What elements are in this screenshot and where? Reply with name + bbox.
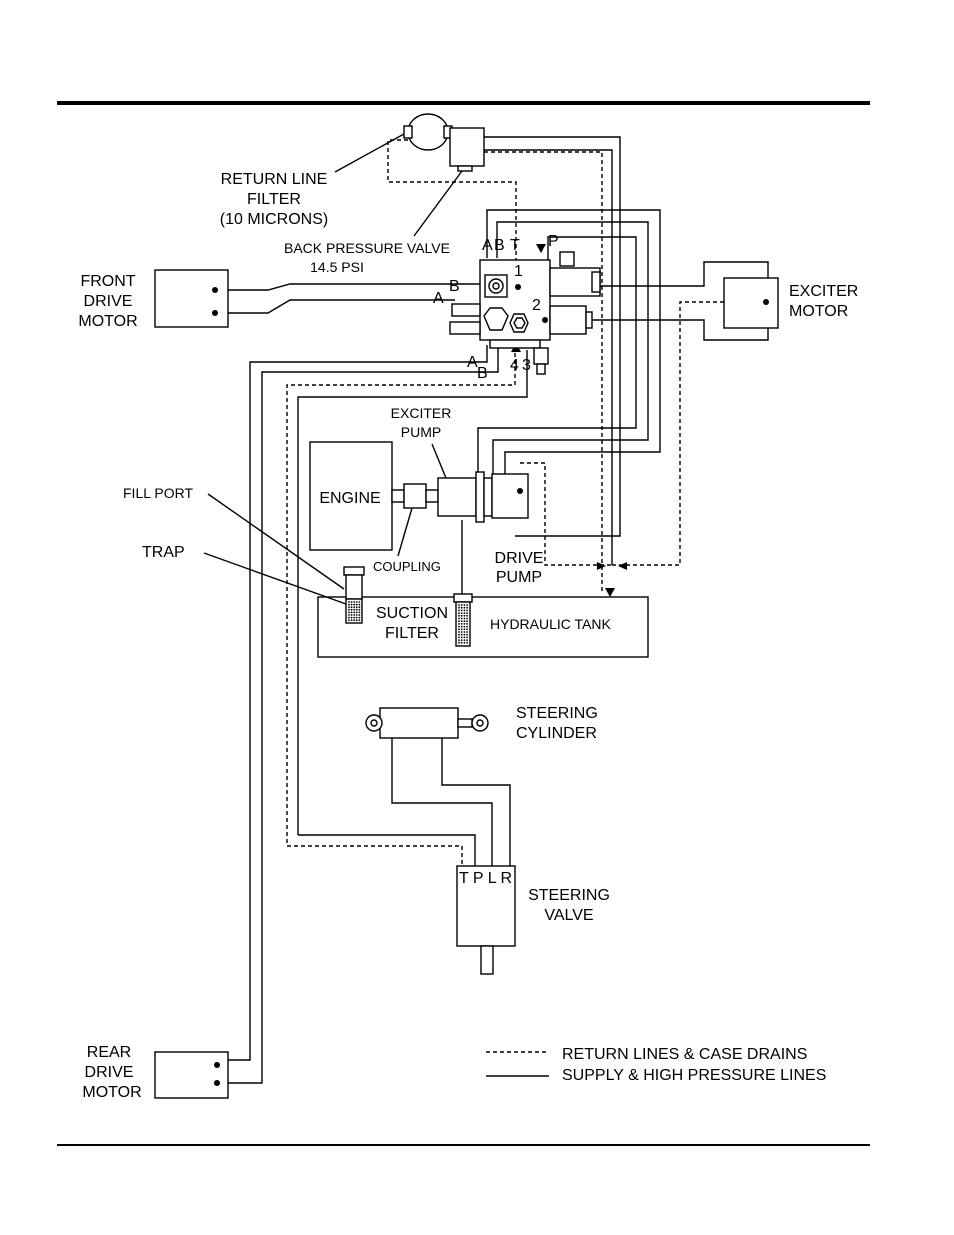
- fill-port: [343, 566, 365, 600]
- svg-text:ENGINE: ENGINE: [319, 490, 380, 507]
- svg-text:B: B: [449, 278, 460, 295]
- return-line-filter-label: RETURN LINE FILTER (10 MICRONS): [220, 171, 328, 228]
- leader-back-pressure: [413, 170, 463, 237]
- exciter-motor-label: EXCITER MOTOR: [789, 283, 858, 320]
- svg-text:BACK PRESSURE VALVE: BACK PRESSURE VALVE: [284, 240, 450, 256]
- rear-drive-motor: [154, 1051, 229, 1099]
- svg-text:MOTOR: MOTOR: [78, 313, 137, 330]
- legend: RETURN LINES & CASE DRAINS SUPPLY & HIGH…: [486, 1046, 826, 1084]
- svg-text:PUMP: PUMP: [401, 424, 441, 440]
- legend-return-label: RETURN LINES & CASE DRAINS: [562, 1046, 807, 1063]
- leader-fill-port: [207, 493, 345, 590]
- arrow-tank-2: [597, 562, 606, 570]
- svg-text:EXCITER: EXCITER: [391, 405, 452, 421]
- svg-text:MOTOR: MOTOR: [789, 303, 848, 320]
- exciter-pump-label: EXCITER PUMP: [391, 405, 452, 440]
- svg-text:DRIVE: DRIVE: [495, 550, 544, 567]
- arrow-tank-1: [605, 588, 615, 597]
- fill-port-label: FILL PORT: [123, 485, 193, 501]
- svg-text:3: 3: [522, 357, 531, 374]
- leader-coupling: [397, 507, 413, 557]
- leader-trap: [203, 552, 347, 605]
- svg-text:VALVE: VALVE: [544, 907, 593, 924]
- svg-text:STEERING: STEERING: [528, 887, 610, 904]
- return-line-filter: [403, 113, 453, 151]
- steering-valve: T P L R: [456, 865, 516, 975]
- control-valve-block: [449, 251, 601, 375]
- rear-drive-motor-label: REAR DRIVE MOTOR: [82, 1044, 141, 1101]
- leader-exciter-pump: [431, 443, 447, 479]
- svg-text:A: A: [482, 237, 493, 254]
- engine: ENGINE: [309, 441, 393, 551]
- trap-label: TRAP: [142, 544, 185, 561]
- svg-text:FILTER: FILTER: [385, 625, 439, 642]
- suction-filter: [453, 593, 473, 647]
- exciter-pump: [437, 471, 485, 523]
- trap: [345, 598, 363, 624]
- svg-text:SUCTION: SUCTION: [376, 605, 448, 622]
- hydraulic-tank: HYDRAULIC TANK: [317, 596, 649, 658]
- front-drive-motor-label: FRONT DRIVE MOTOR: [78, 273, 137, 330]
- svg-text:T P L R: T P L R: [459, 870, 512, 887]
- front-drive-motor: [154, 269, 229, 328]
- svg-text:REAR: REAR: [87, 1044, 131, 1061]
- svg-text:MOTOR: MOTOR: [82, 1084, 141, 1101]
- coupling: [391, 483, 439, 509]
- legend-supply-label: SUPPLY & HIGH PRESSURE LINES: [562, 1067, 826, 1084]
- svg-text:DRIVE: DRIVE: [84, 293, 133, 310]
- svg-text:T: T: [510, 237, 520, 254]
- svg-text:PUMP: PUMP: [496, 569, 542, 586]
- svg-text:A: A: [467, 354, 478, 371]
- supply-lines: [228, 136, 769, 1084]
- svg-text:P: P: [548, 233, 559, 250]
- exciter-motor: [723, 277, 779, 329]
- back-pressure-valve: [449, 127, 485, 172]
- svg-text:FRONT: FRONT: [80, 273, 135, 290]
- svg-text:(10 MICRONS): (10 MICRONS): [220, 211, 328, 228]
- svg-text:EXCITER: EXCITER: [789, 283, 858, 300]
- drive-pump: [483, 473, 529, 519]
- svg-text:B: B: [477, 365, 488, 382]
- steering-valve-label: STEERING VALVE: [528, 887, 610, 924]
- svg-text:HYDRAULIC TANK: HYDRAULIC TANK: [490, 616, 612, 632]
- svg-text:2: 2: [532, 297, 541, 314]
- back-pressure-valve-label: BACK PRESSURE VALVE 14.5 PSI: [284, 240, 450, 275]
- control-block-port-labels: A B T P B A 1 2 A B 4 3: [433, 233, 559, 382]
- steering-cylinder: [365, 707, 489, 739]
- svg-text:DRIVE: DRIVE: [85, 1064, 134, 1081]
- svg-text:14.5 PSI: 14.5 PSI: [310, 259, 364, 275]
- arrow-tank-3: [618, 562, 627, 570]
- leader-return-filter: [334, 133, 405, 173]
- arrow-p-port: [536, 244, 546, 253]
- return-lines: [286, 139, 724, 866]
- svg-text:FILTER: FILTER: [247, 191, 301, 208]
- svg-text:4: 4: [510, 357, 519, 374]
- svg-text:RETURN LINE: RETURN LINE: [221, 171, 328, 188]
- coupling-label: COUPLING: [373, 559, 441, 574]
- suction-filter-label: SUCTION FILTER: [376, 605, 448, 642]
- svg-text:STEERING: STEERING: [516, 705, 598, 722]
- svg-text:B: B: [494, 237, 505, 254]
- svg-text:1: 1: [514, 263, 523, 280]
- svg-text:CYLINDER: CYLINDER: [516, 725, 597, 742]
- svg-text:A: A: [433, 290, 444, 307]
- drive-pump-label: DRIVE PUMP: [495, 550, 544, 586]
- steering-cylinder-label: STEERING CYLINDER: [516, 705, 598, 742]
